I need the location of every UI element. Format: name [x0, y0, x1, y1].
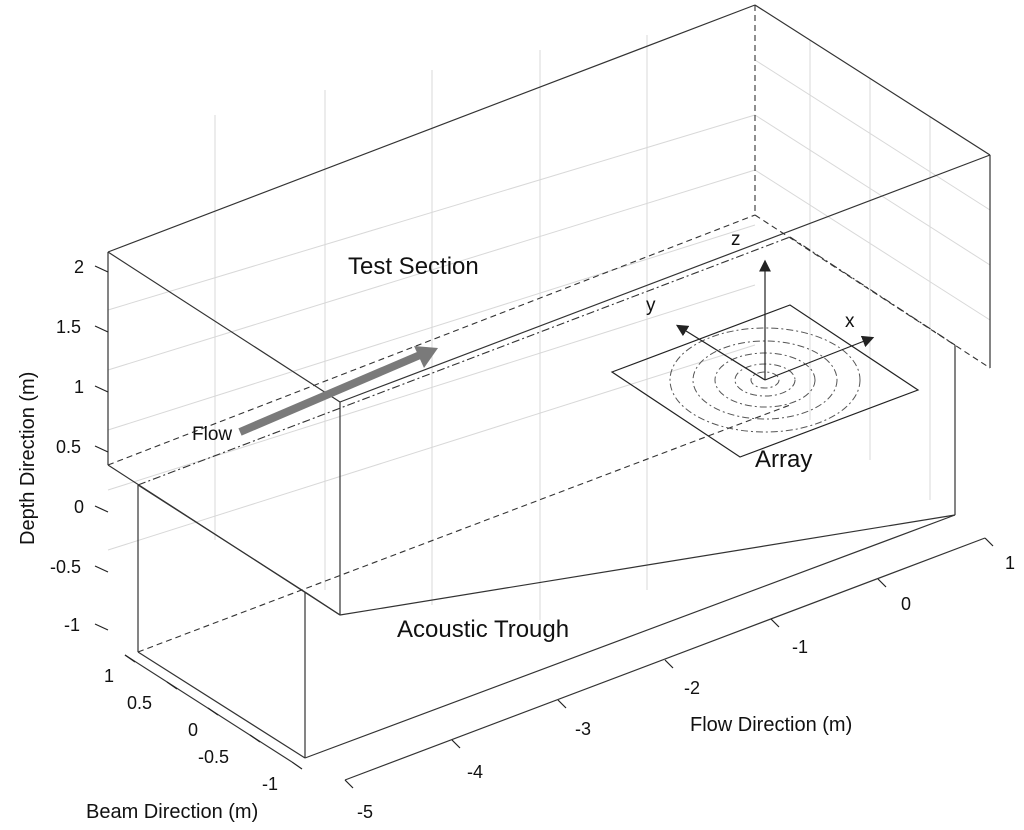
beam-tick-0.5: 0.5: [127, 693, 152, 713]
depth-tick-1.5: 1.5: [56, 317, 81, 337]
depth-tick-0.5: 0.5: [56, 437, 81, 457]
depth-tick-2: 2: [74, 257, 84, 277]
flow-axis-label: Flow Direction (m): [690, 714, 852, 736]
grid-lines: [107, 4, 991, 620]
array-label: Array: [755, 446, 812, 473]
flow-tick-neg1: -1: [792, 637, 808, 657]
test-section-label: Test Section: [348, 253, 479, 280]
depth-axis: 2 1.5 1 0.5 0 -0.5 -1 Depth Direction (m…: [17, 257, 109, 635]
test-section-box: [107, 4, 991, 616]
beam-axis-label: Beam Direction (m): [86, 801, 258, 823]
beam-tick-1: 1: [104, 666, 114, 686]
depth-tick-neg0.5: -0.5: [50, 557, 81, 577]
flow-tick-0: 0: [901, 594, 911, 614]
beam-tick-0: 0: [188, 720, 198, 740]
depth-tick-1: 1: [74, 377, 84, 397]
local-axes: z y x: [646, 229, 875, 381]
flow-tick-neg4: -4: [467, 762, 483, 782]
y-axis-label: y: [646, 295, 656, 316]
depth-axis-label: Depth Direction (m): [17, 372, 39, 545]
flow-label: Flow: [192, 424, 232, 445]
beam-tick-neg0.5: -0.5: [198, 747, 229, 767]
flow-tick-neg3: -3: [575, 719, 591, 739]
depth-tick-neg1: -1: [64, 615, 80, 635]
depth-tick-0: 0: [74, 497, 84, 517]
flow-tick-1: 1: [1005, 553, 1015, 573]
beam-tick-neg1: -1: [262, 774, 278, 794]
flow-axis: -5 -4 -3 -2 -1 0 1 Flow Direction (m): [344, 537, 1015, 822]
flow-tick-neg2: -2: [684, 678, 700, 698]
flow-arrow: Flow: [192, 346, 438, 445]
acoustic-trough-box: [137, 404, 956, 759]
acoustic-trough-label: Acoustic Trough: [397, 616, 569, 643]
z-axis-label: z: [731, 229, 741, 250]
x-axis-label: x: [845, 311, 855, 332]
flow-tick-neg5: -5: [357, 802, 373, 822]
beam-axis: 1 0.5 0 -0.5 -1 Beam Direction (m): [86, 654, 303, 823]
